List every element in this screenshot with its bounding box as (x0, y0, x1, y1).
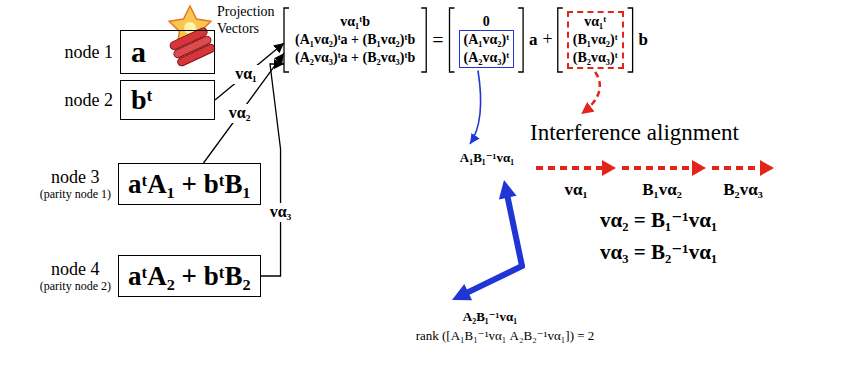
node-name: node 3 (40, 167, 111, 188)
rank-condition: rank ([A₁B₁⁻¹vα₁ A₂B₂⁻¹vα₁]) = 2 (416, 328, 595, 344)
vector-plot (452, 180, 522, 300)
section-title: Interference alignment (530, 119, 739, 147)
matrix-entry: vα₁ᵗb (295, 13, 415, 31)
alignment-arrows (536, 160, 774, 176)
vector-label: A₁B₁⁻¹vα₁ (460, 150, 514, 166)
node-name: node 1 (65, 42, 114, 63)
vector-arrow (468, 266, 522, 292)
node-heading: node 3(parity node 1) (40, 167, 111, 201)
dashed-arrow (536, 166, 604, 170)
projection-vector-label: vα₂ (227, 104, 253, 122)
vector-arrowhead (499, 180, 517, 200)
node-content: a (131, 33, 204, 71)
matrix-bracket (628, 8, 633, 72)
node-content: aᵗA₁ + bᵗB₁ (128, 166, 251, 202)
matrix-bracket (284, 8, 289, 72)
parity-node-box: node 3(parity node 1)aᵗA₁ + bᵗB₁ (118, 163, 261, 205)
leader-arrow (470, 71, 481, 145)
parity-node-box: node 4(parity node 2)aᵗA₂ + bᵗB₂ (118, 255, 261, 297)
alignment-equation: vα₃ = B₂⁻¹vα₁ (600, 240, 717, 265)
node-content: bᵗ (131, 82, 204, 118)
vector-symbol: a (529, 30, 538, 50)
dashed-arrowhead (760, 160, 774, 176)
vector-label: B₁vα₂ (642, 180, 682, 200)
vector-arrowhead (452, 284, 472, 300)
dashed-arrow (622, 166, 694, 170)
vector-label: vα₁ (564, 180, 587, 200)
matrix-column: vα₁ᵗb(A₁vα₂)ᵗa + (B₁vα₂)ᵗb(A₂vα₃)ᵗa + (B… (284, 10, 426, 70)
matrix-entry: (A₁vα₂)ᵗa + (B₁vα₂)ᵗb (295, 31, 415, 49)
matrix-entry: vα₁ᵗ (573, 13, 618, 31)
matrix-entry: (B₁vα₂)ᵗ (573, 31, 618, 49)
projection-vector-label: vα₃ (268, 203, 294, 221)
dashed-arrow (712, 166, 762, 170)
vector-symbol: b (639, 30, 648, 50)
explosion-illustration (169, 6, 216, 67)
node-name: node 2 (65, 90, 114, 111)
projection-vector-label: vα₁ (233, 65, 259, 83)
dashed-arrowhead (602, 160, 616, 176)
matrix-entry: (A₁vα₂)ᵗ (464, 31, 510, 49)
equals-sign: = (432, 28, 443, 52)
matrix-entry: (B₂vα₃)ᵗ (573, 49, 618, 67)
leader-arrow (581, 72, 600, 114)
dashed-arrowhead (692, 160, 706, 176)
axis-caption: Projection Vectors (217, 3, 289, 37)
projection-arrow (204, 53, 284, 163)
storage-node-box: node 1a (120, 30, 215, 74)
node-heading: node 1 (65, 42, 114, 63)
vector-label: B₂vα₃ (723, 180, 763, 200)
node-heading: node 4(parity node 2) (40, 259, 111, 293)
node-role: (parity node 1) (40, 187, 111, 201)
matrix-bracket (450, 8, 455, 72)
plus-sign: + (543, 29, 553, 51)
matrix-bracket (518, 8, 523, 72)
storage-node-box: node 2bᵗ (120, 80, 215, 120)
projection-arrow (261, 64, 284, 276)
coefficient-box: (A₁vα₂)ᵗ(A₂vα₃)ᵗ (459, 30, 515, 68)
dynamite-sticks (169, 27, 216, 67)
matrix-bracket (421, 8, 426, 72)
node-name: node 4 (40, 259, 111, 280)
vector-arrow (508, 198, 522, 266)
alignment-equation: vα₂ = B₁⁻¹vα₁ (600, 208, 717, 233)
node-heading: node 2 (65, 90, 114, 111)
node-role: (parity node 2) (40, 279, 111, 293)
interference-box: vα₁ᵗ(B₁vα₂)ᵗ(B₂vα₃)ᵗ (567, 11, 624, 69)
matrix-bracket (558, 8, 563, 72)
vector-label: A₂B₁⁻¹vα₁ (463, 309, 517, 325)
matrix-entry: 0 (483, 13, 490, 31)
dynamite-stick (176, 43, 216, 67)
matrix-entry: (A₂vα₃)ᵗ (464, 49, 510, 67)
matrix-entry: (A₂vα₃)ᵗa + (B₂vα₃)ᵗb (295, 49, 415, 67)
matrix-brackets (284, 8, 633, 72)
connector-layer (204, 43, 284, 276)
node-content: aᵗA₂ + bᵗB₂ (128, 258, 251, 294)
